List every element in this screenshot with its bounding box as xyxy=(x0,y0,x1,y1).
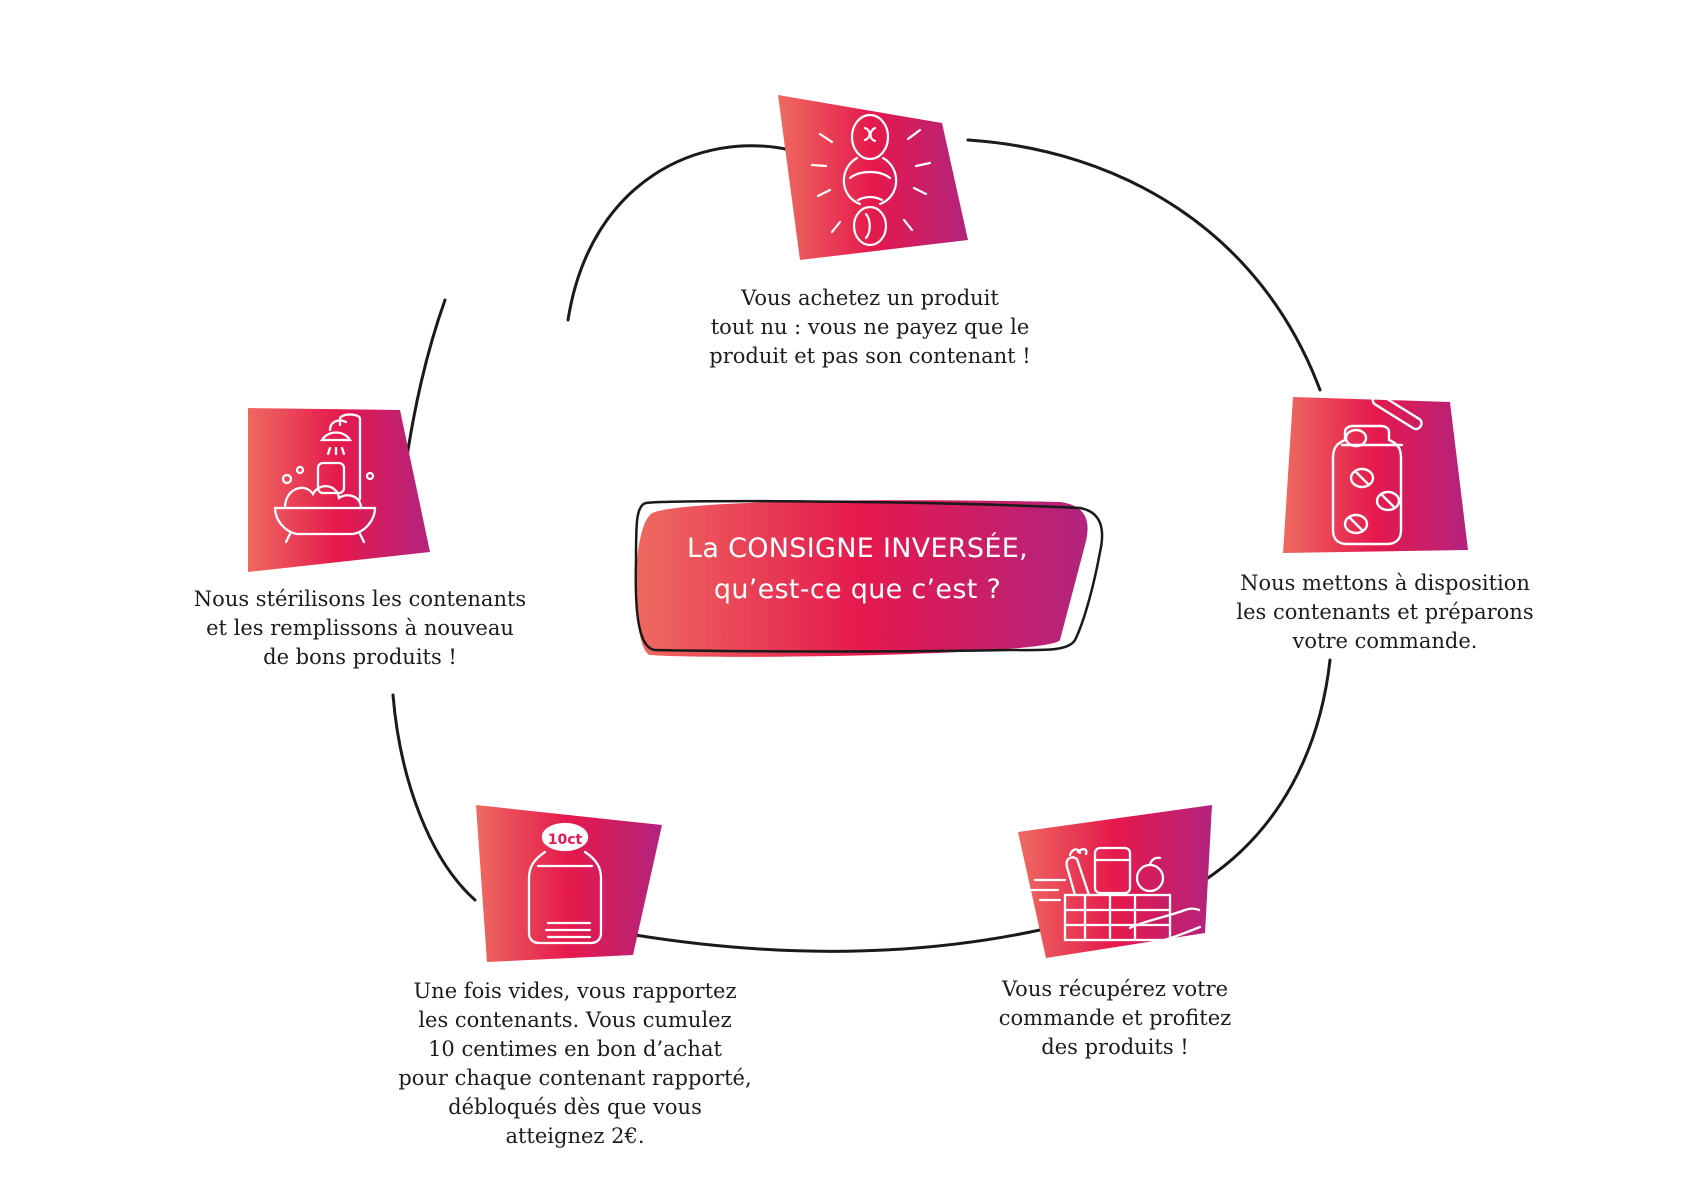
crate-of-groceries-hand-icon xyxy=(1028,846,1202,947)
center-title-box xyxy=(634,499,1104,657)
step-4-text: Une fois vides, vous rapportez les conte… xyxy=(398,979,752,1148)
cycle-arc-bottom xyxy=(633,928,1042,953)
step-5-tile xyxy=(248,408,430,572)
step-2-tile xyxy=(1283,393,1468,553)
jar-with-coffee-beans-icon xyxy=(1331,393,1423,546)
jar-with-coins-icon xyxy=(527,822,603,945)
center-title: La CONSIGNE INVERSÉE, qu’est-ce que c’es… xyxy=(687,533,1028,605)
step-5-text: Nous stérilisons les contenants et les r… xyxy=(193,587,527,669)
step-3-text: Vous récupérez votre commande et profite… xyxy=(998,977,1232,1059)
person-holding-coffee-beans-icon xyxy=(810,113,932,247)
cycle-arc-top-right xyxy=(966,138,1322,392)
step-2-text: Nous mettons à disposition les contenant… xyxy=(1236,571,1534,653)
cycle-arc-right xyxy=(1203,658,1332,882)
step-1-tile xyxy=(778,95,968,260)
step-3-tile xyxy=(1018,805,1212,958)
step-4-tile: 10ct xyxy=(476,805,662,962)
cycle-arc-left xyxy=(391,693,477,902)
step-1-text: Vous achetez un produit tout nu : vous n… xyxy=(709,286,1031,368)
bathtub-sterilizing-jars-icon xyxy=(273,413,377,544)
coin-badge-label: 10ct xyxy=(548,832,583,848)
cycle-arc-top xyxy=(566,144,792,322)
